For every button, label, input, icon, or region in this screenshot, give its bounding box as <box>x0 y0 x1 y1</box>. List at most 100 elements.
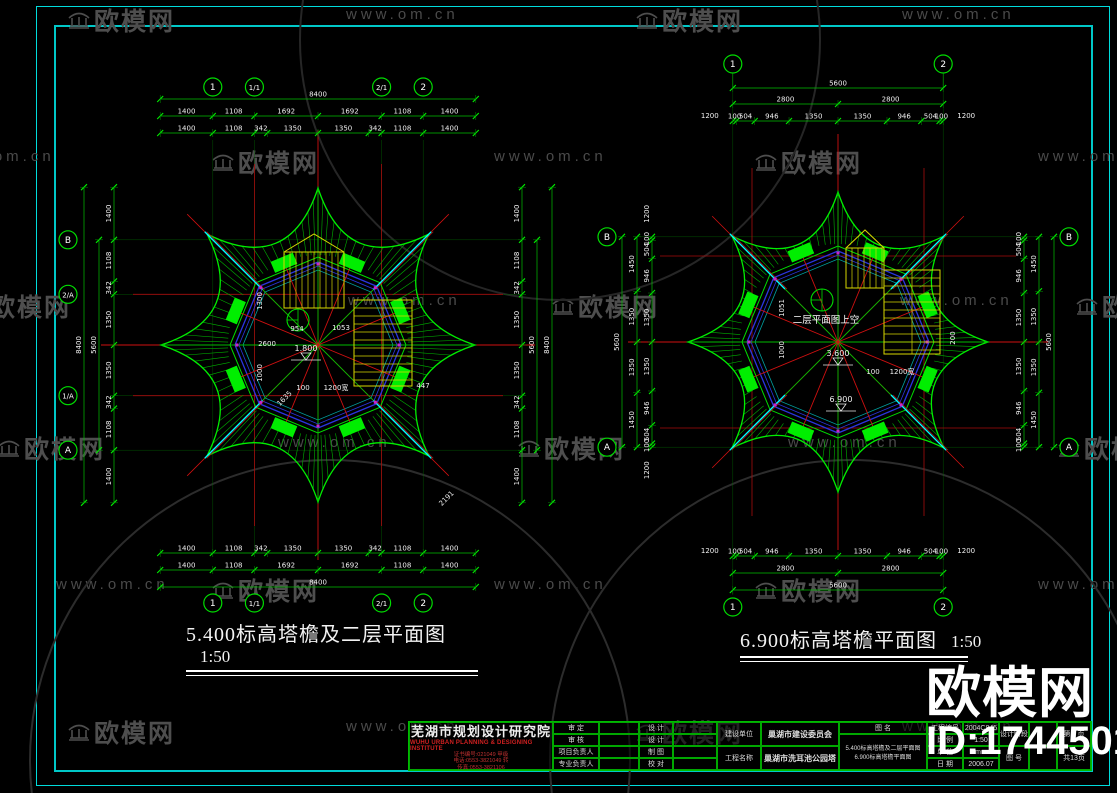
sign-value[interactable] <box>673 758 717 770</box>
dim-text: 5600 <box>528 336 536 354</box>
dim-text: A <box>604 443 611 453</box>
eave-ridge-block <box>861 421 889 442</box>
dim-text: 504 <box>739 548 753 556</box>
dim-text: 1350 <box>105 311 113 329</box>
stair <box>845 229 941 355</box>
dim-text: 1350 <box>805 113 823 121</box>
axis-bubble <box>203 593 223 613</box>
dim-text: 100 <box>935 548 948 556</box>
sign-value[interactable] <box>673 734 717 746</box>
dim-text: 1400 <box>513 468 521 486</box>
axis-bubble <box>58 386 78 406</box>
dim-text: 1400 <box>441 545 459 553</box>
dim-text: 2/1 <box>376 84 387 92</box>
dim-text: 100 <box>728 113 741 121</box>
institute-phone: 电话:0553-3821049 转 <box>453 758 509 765</box>
sign-label: 专业负责人 <box>553 758 599 770</box>
dim-text: 2 <box>940 603 946 613</box>
dim-text: 1108 <box>393 125 411 133</box>
dim-text: 1108 <box>513 420 521 438</box>
dim-text: 504 <box>924 548 938 556</box>
dim-text: 1108 <box>105 252 113 270</box>
dim-text: 1200宽 <box>324 383 349 392</box>
axis-bubble <box>1059 227 1079 247</box>
dim-text: B <box>604 233 610 243</box>
axis-bubble <box>58 284 78 304</box>
watermark-url: www.om.cn <box>494 148 607 165</box>
dim-text: 1400 <box>178 125 196 133</box>
dim-text: 504 <box>643 242 651 256</box>
dim-text: 1108 <box>225 108 243 116</box>
title-block-meta: 工程编号 2004C845 比 例 1:50 单 位 mm 日 期 2006.0… <box>927 722 999 770</box>
dim-text: 1200 <box>957 112 975 120</box>
dim-text: 1350 <box>1015 358 1023 376</box>
dim-text: 1350 <box>513 311 521 329</box>
dim-text: 5600 <box>829 582 847 590</box>
dim-text: 5600 <box>90 336 98 354</box>
om-stamp-id: ID:1744501 <box>926 719 1117 763</box>
dim-text: 504 <box>643 427 651 441</box>
sign-value[interactable] <box>599 722 639 734</box>
dim-text: 1400 <box>178 108 196 116</box>
dim-text: 1/1 <box>249 600 260 608</box>
build-unit-label: 建设单位 <box>717 722 761 746</box>
axis-bubble <box>413 77 433 97</box>
institute-fax: 传真:0553-3821106 <box>457 764 505 771</box>
sign-label: 审 核 <box>553 734 599 746</box>
om-stamp-brand: 欧模网 <box>926 662 1095 724</box>
dim-text: 946 <box>643 401 651 415</box>
dim-text: 1350 <box>513 361 521 379</box>
plan-title-right-underline <box>740 656 968 662</box>
eave-ridge-block <box>738 291 759 319</box>
plan-title-right-text: 6.900标高塔檐平面图 <box>740 630 937 652</box>
dim-text: 447 <box>416 382 429 390</box>
sign-value[interactable] <box>673 722 717 734</box>
eave-ridge-block <box>270 417 298 438</box>
sign-value[interactable] <box>599 758 639 770</box>
dim-text: 2/1 <box>376 600 387 608</box>
plan-title-left-text: 5.400标高塔檐及二层平面图 <box>186 624 446 646</box>
sign-label: 设 计 <box>639 734 673 746</box>
dim-text: 1350 <box>643 358 651 376</box>
dim-text: 8400 <box>75 336 83 354</box>
sign-value[interactable] <box>599 746 639 758</box>
meta-label: 日 期 <box>927 758 963 770</box>
axis-bubble <box>372 593 392 613</box>
dim-text: 1053 <box>332 324 350 332</box>
sign-value[interactable] <box>673 746 717 758</box>
dim-text: 5600 <box>613 333 621 351</box>
axis-bubble <box>723 597 743 617</box>
dim-text: 2191 <box>437 489 455 507</box>
sign-value[interactable] <box>599 734 639 746</box>
dim-text: 2600 <box>258 340 276 348</box>
dim-text: 1350 <box>334 125 352 133</box>
dim-text: 5600 <box>829 80 847 88</box>
dim-text: 1350 <box>334 545 352 553</box>
sign-label: 制 图 <box>639 746 673 758</box>
dim-text: 6.900 <box>830 395 853 404</box>
dim-text: 2 <box>420 599 426 609</box>
detail-bubble <box>810 288 834 312</box>
dim-text: 1350 <box>105 361 113 379</box>
dim-text: 100 <box>728 548 741 556</box>
dim-text: 1350 <box>643 309 651 327</box>
page-current: 第 页 <box>1057 722 1091 746</box>
title-block-project: 建设单位 巢湖市建设委员会 工程名称 巢湖市洗耳池公园塔 <box>717 722 839 770</box>
dim-text: 8400 <box>309 579 327 587</box>
dim-text: 1400 <box>441 125 459 133</box>
drawing-name-line: 5.400标高塔檐及二层平面图 <box>845 746 921 752</box>
dim-text: 342 <box>254 545 267 553</box>
dim-text: B <box>65 236 71 246</box>
corner-blocks <box>225 252 411 438</box>
om-stamp: 欧模网 ID:1744501 <box>926 662 1117 763</box>
eave-ridge-block <box>338 417 366 438</box>
institute-name-en: WUHU URBAN PLANNING & DESIGNING INSTITUT… <box>410 739 533 752</box>
dim-text: 1400 <box>178 562 196 570</box>
dim-text: 2/A <box>62 291 74 299</box>
meta-label: 比 例 <box>927 734 963 746</box>
dim-text: 1400 <box>441 108 459 116</box>
dim-text: 1400 <box>105 468 113 486</box>
